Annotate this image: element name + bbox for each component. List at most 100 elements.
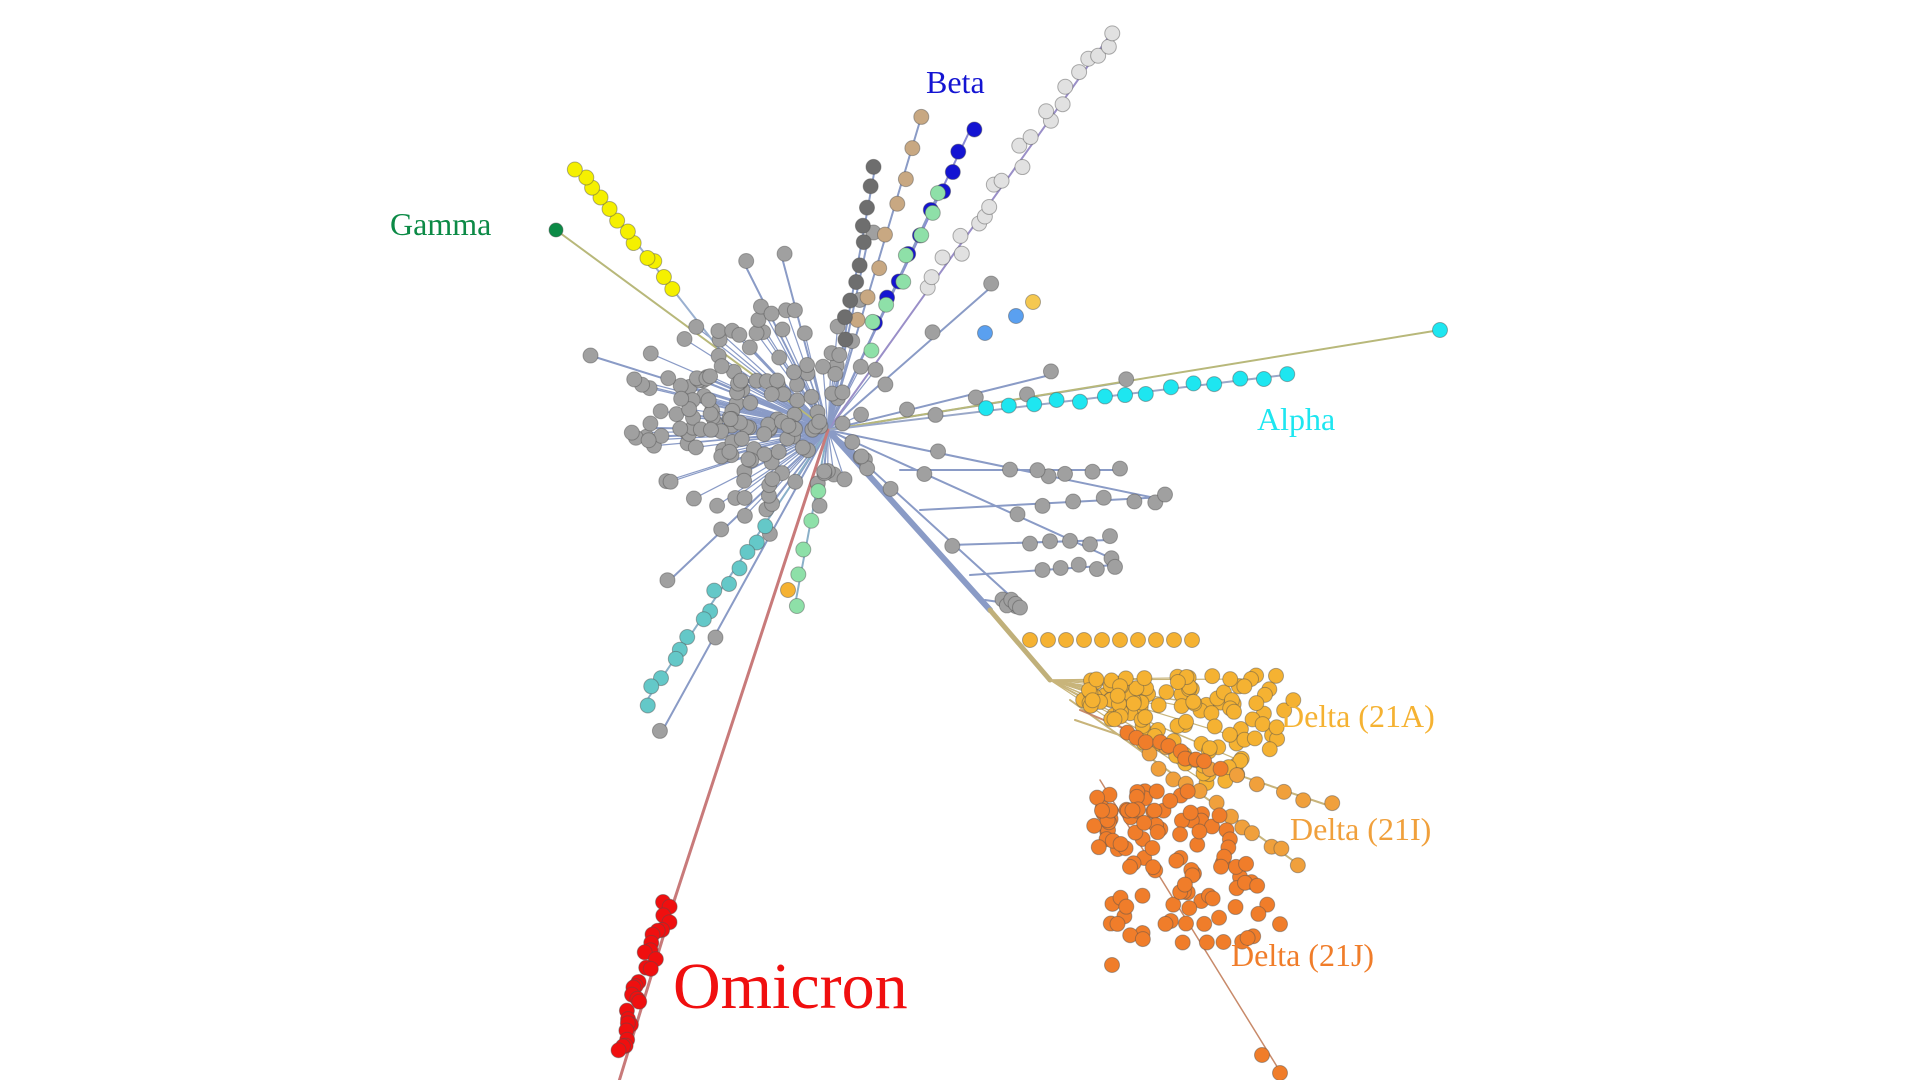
tip-node-delta-21a [1112, 632, 1128, 648]
label-gamma: Gamma [390, 206, 491, 242]
tip-node-delta-21a [1268, 667, 1285, 684]
tip-node-alpha [1117, 387, 1134, 404]
tip-node-delta-21i [1289, 857, 1306, 874]
tip-node-delta-21a [1166, 632, 1182, 648]
tip-node-delta-21j [1196, 915, 1213, 932]
tip-node-other [927, 406, 944, 423]
tip-node-teal [639, 697, 656, 714]
tip-node-lightgrey [1100, 38, 1117, 55]
tip-node-other [1088, 561, 1105, 578]
tip-node-delta-21j [1179, 783, 1196, 800]
label-delta-21j: Delta (21J) [1231, 937, 1374, 973]
tip-node-delta-21j [1271, 916, 1288, 933]
omicron-branch [673, 428, 830, 900]
tip-node-other [1118, 371, 1135, 388]
tip-node-other [764, 471, 781, 488]
tip-node-darkgrey [855, 234, 872, 251]
tip-node-other [785, 364, 802, 381]
tip-node-delta-21a [1106, 711, 1123, 728]
tip-node-yellow [1025, 294, 1041, 310]
tip-node-other [659, 572, 676, 589]
tip-node-delta-21j [1086, 817, 1103, 834]
tip-node-delta-21a [1232, 752, 1249, 769]
tip-node-other [582, 347, 599, 364]
tip-node-other [1112, 460, 1128, 477]
grey-branch [743, 429, 829, 482]
tip-node-delta-21j [1239, 930, 1256, 947]
tip-node-other [1029, 462, 1046, 479]
tip-node-delta-21j [1182, 804, 1199, 821]
tip-node-green [788, 598, 805, 615]
tip-node-lightgrey [1014, 159, 1031, 176]
tip-node-delta-21i [1228, 767, 1245, 784]
tip-node-delta-21a [1246, 730, 1263, 747]
tip-node-darkgrey [854, 217, 871, 234]
tip-node-delta-21j [1137, 734, 1154, 751]
tip-node-other [623, 424, 640, 441]
tip-node-other [787, 473, 804, 490]
tip-node-other [1062, 532, 1078, 549]
tip-node-lightgrey [1071, 64, 1088, 81]
tip-node-delta-21j [1145, 859, 1162, 876]
tip-node-alpha [1071, 393, 1088, 410]
tip-node-green [924, 204, 941, 221]
tip-node-other [763, 305, 780, 322]
tip-node-other [924, 324, 941, 341]
label-delta-21a: Delta (21A) [1281, 698, 1435, 734]
tip-node-teal [731, 560, 748, 577]
tip-node-other-branch [669, 429, 829, 581]
tip-node-tan [871, 260, 888, 277]
tip-node-lightgrey [1104, 25, 1121, 42]
tip-node-alpha [1432, 322, 1448, 338]
tip-node-delta-21a [1178, 713, 1195, 730]
tip-node-alpha [1232, 370, 1249, 387]
tip-node-other [756, 426, 773, 443]
tip-node-other [967, 389, 984, 406]
tip-node-green [790, 566, 807, 583]
tip-node-delta-21j [1148, 783, 1165, 800]
tip-node-alpha [1162, 379, 1179, 396]
tip-node-other [1126, 493, 1143, 510]
tip-node-other [1102, 528, 1118, 545]
tip-node-other [814, 358, 831, 375]
tip-node-teal [739, 544, 756, 561]
tip-node-delta-21a [1221, 726, 1238, 743]
tip-node-other [811, 497, 828, 514]
tip-node-other [844, 434, 861, 451]
tip-node-delta-21j [1109, 915, 1126, 932]
tip-node-delta-21j [1104, 957, 1120, 973]
tip-node-other [707, 629, 724, 646]
tip-node-other [1012, 599, 1028, 616]
tip-node-darkgrey [836, 309, 853, 326]
tip-node-yellow [619, 223, 636, 240]
tip-node-teal [706, 582, 723, 599]
tip-node-other [748, 325, 765, 342]
tip-node-other [867, 361, 884, 378]
tip-node-delta-21j [1172, 826, 1189, 843]
trunk-branch-delta [987, 607, 1053, 683]
tip-node-gamma [548, 222, 564, 238]
tip-node-other [1002, 461, 1018, 478]
tip-node-alpha [978, 400, 995, 417]
tip-node-yellow [664, 280, 681, 297]
tip-node-other [702, 421, 719, 438]
tip-node-green [897, 247, 914, 264]
tip-node-tan [913, 108, 930, 125]
tip-node-other-branch [827, 287, 991, 431]
tip-node-other [1034, 561, 1051, 578]
tip-node-blue [1008, 308, 1024, 324]
tip-node-lightgrey [934, 249, 951, 266]
tip-node-delta-21a [1040, 632, 1056, 648]
tip-node-lightgrey [923, 269, 940, 286]
label-delta-21i: Delta (21I) [1290, 811, 1431, 847]
tip-node-delta-21a [1248, 695, 1265, 712]
tip-node-delta-21j [1134, 931, 1151, 948]
tip-node-beta [966, 121, 983, 138]
tip-node-alpha [1185, 375, 1202, 392]
tip-node-other [660, 370, 677, 387]
tip-node-yellow [578, 169, 595, 186]
tip-node-teal [720, 575, 737, 592]
tip-node-delta-21j [1191, 823, 1208, 840]
tip-node-other [651, 722, 668, 739]
tip-node-other [626, 371, 643, 388]
